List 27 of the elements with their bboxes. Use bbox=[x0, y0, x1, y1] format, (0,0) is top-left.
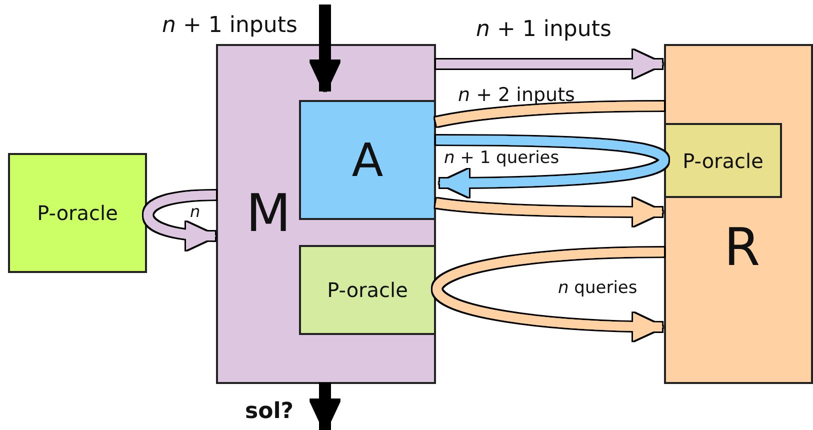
band-connector bbox=[436, 136, 668, 162]
node-label: P-oracle bbox=[682, 150, 764, 170]
algorithm-box bbox=[299, 100, 436, 220]
edge-label: n + 2 inputs bbox=[457, 85, 576, 106]
arrow bbox=[311, 6, 339, 91]
node-label: M bbox=[246, 188, 291, 240]
node-label: P-oracle bbox=[37, 203, 118, 223]
arrow bbox=[436, 50, 663, 78]
oracle-box bbox=[8, 153, 147, 273]
oracle-box bbox=[664, 123, 782, 198]
arrow bbox=[435, 198, 663, 226]
edge-label: n + 1 queries bbox=[442, 149, 562, 168]
band-connector bbox=[432, 248, 664, 291]
arrow bbox=[144, 214, 216, 250]
band-connector bbox=[435, 102, 664, 126]
node-label: A bbox=[352, 137, 384, 183]
reduction-box bbox=[664, 44, 813, 384]
edge-label: n queries bbox=[556, 279, 640, 298]
arrow bbox=[432, 287, 663, 340]
oracle-box bbox=[299, 245, 436, 335]
node-label: R bbox=[724, 222, 760, 274]
edge-label: n + 1 inputs bbox=[160, 14, 300, 38]
arrow bbox=[439, 158, 668, 197]
node-label: P-oracle bbox=[327, 280, 408, 300]
edge-label: n + 1 inputs bbox=[474, 18, 614, 42]
machine-box bbox=[216, 44, 436, 384]
arrow bbox=[311, 384, 339, 430]
